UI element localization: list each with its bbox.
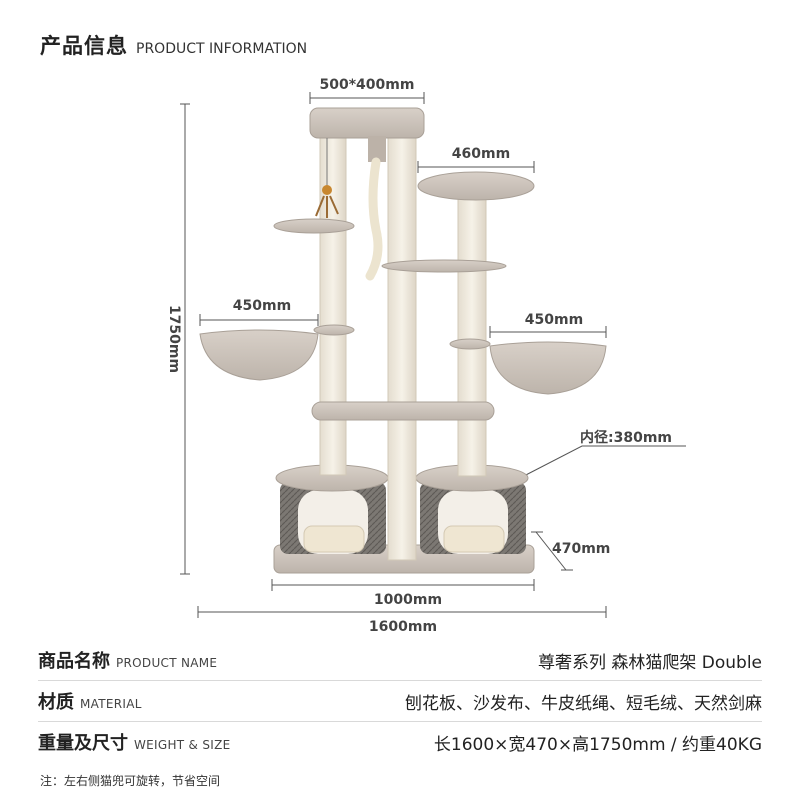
header-title-en: PRODUCT INFORMATION [136, 41, 308, 57]
left-condo [275, 464, 389, 554]
right-condo [415, 464, 529, 554]
dim-height: 1750mm [166, 305, 182, 373]
dimension-lines [180, 92, 686, 618]
dim-right-basket: 450mm [525, 312, 583, 328]
spec-label-en: MATERIAL [80, 697, 142, 711]
spec-value: 长1600×宽470×高1750mm / 约重40KG [433, 734, 762, 755]
spec-value: 刨花板、沙发布、牛皮纸绳、短毛绒、天然剑麻 [405, 693, 762, 714]
spec-row-product-name: 商品名称 PRODUCT NAME 尊奢系列 森林猫爬架 Double [38, 640, 762, 681]
cat-tree-illustration [199, 107, 607, 574]
spec-label-en: WEIGHT & SIZE [134, 738, 231, 752]
spec-label-cn: 商品名称 [38, 651, 110, 672]
spec-value: 尊奢系列 森林猫爬架 Double [537, 652, 762, 673]
cat-tree-diagram: 500*400mm 460mm 450mm 450mm 1750mm 内径:38… [166, 77, 686, 635]
spec-table: 商品名称 PRODUCT NAME 尊奢系列 森林猫爬架 Double 材质 M… [38, 640, 762, 762]
header-title-cn: 产品信息 [40, 34, 128, 58]
spec-label-cn: 材质 [38, 692, 74, 713]
section-header: 产品信息 PRODUCT INFORMATION [40, 30, 307, 60]
spec-row-material: 材质 MATERIAL 刨花板、沙发布、牛皮纸绳、短毛绒、天然剑麻 [38, 681, 762, 722]
dim-top-platform: 500*400mm [320, 77, 415, 93]
dim-total-width: 1600mm [369, 619, 437, 635]
dim-right-platform: 460mm [452, 146, 510, 162]
dim-base-width: 1000mm [374, 592, 442, 608]
spec-row-weight-size: 重量及尺寸 WEIGHT & SIZE 长1600×宽470×高1750mm /… [38, 722, 762, 762]
dim-condo-height: 470mm [552, 541, 610, 557]
spec-label-cn: 重量及尺寸 [38, 733, 128, 754]
dim-left-basket: 450mm [233, 298, 291, 314]
dim-inner-diameter: 内径:380mm [580, 429, 672, 446]
spec-label-en: PRODUCT NAME [116, 656, 218, 670]
footnote: 注：左右侧猫兜可旋转，节省空间 [40, 774, 221, 788]
